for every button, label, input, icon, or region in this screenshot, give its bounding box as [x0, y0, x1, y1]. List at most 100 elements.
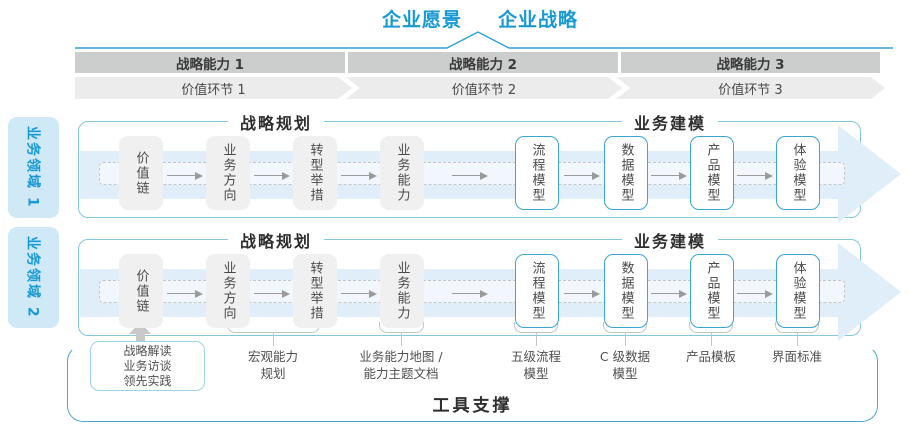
- node-label: 价值链: [133, 150, 149, 196]
- lane-header-planning: 战略规划: [227, 228, 325, 252]
- arrow-right-icon: [452, 289, 488, 298]
- capability-bar-label: 战略能力 3: [716, 56, 785, 73]
- practice-line: 领先实践: [123, 373, 172, 388]
- node-value-chain: 价值链: [119, 254, 163, 328]
- annotation-line: 规划: [260, 366, 286, 381]
- domain-tab-2: 业务领域 2: [8, 227, 59, 328]
- node-label: 业务能力: [394, 143, 410, 203]
- node-label: 业务方向: [220, 261, 236, 321]
- annotation-product-template: 产品模板: [686, 348, 736, 365]
- node-product-model: 产品模型: [690, 136, 734, 210]
- node-label: 数据模型: [618, 261, 634, 321]
- annotation-line: 五级流程: [510, 349, 562, 364]
- lane-header-modeling: 业务建模: [621, 110, 719, 134]
- node-process-model: 流程模型: [515, 254, 559, 328]
- node-label: 产品模型: [704, 261, 720, 321]
- node-label: 转型举措: [307, 143, 323, 203]
- arrow-right-icon: [341, 289, 377, 298]
- node-business-direction: 业务方向: [206, 136, 250, 210]
- node-business-capability: 业务能力: [380, 254, 424, 328]
- flow-arrowhead-icon: [838, 125, 901, 223]
- arrow-right-icon: [167, 289, 203, 298]
- practice-line: 战略解读: [123, 343, 172, 358]
- lane-header-modeling: 业务建模: [621, 228, 719, 252]
- arrow-right-icon: [254, 171, 290, 180]
- node-business-capability: 业务能力: [380, 136, 424, 210]
- capability-bar-label: 战略能力 1: [175, 56, 245, 73]
- node-label: 流程模型: [529, 143, 545, 203]
- capability-bar-3: 战略能力 3: [621, 52, 880, 73]
- node-label: 体验模型: [790, 143, 806, 203]
- annotation-line: 模型: [523, 366, 549, 381]
- annotation-line: 业务能力地图 /: [359, 349, 443, 364]
- annotation-line: 产品模板: [685, 349, 737, 364]
- value-link-chevron-1: 价值环节 1: [75, 77, 352, 99]
- node-transformation: 转型举措: [293, 136, 337, 210]
- value-link-chevron-3: 价值环节 3: [616, 77, 885, 99]
- node-label: 产品模型: [704, 143, 720, 203]
- node-business-direction: 业务方向: [206, 254, 250, 328]
- node-transformation: 转型举措: [293, 254, 337, 328]
- arrow-right-icon: [564, 171, 600, 180]
- annotation-process-model: 五级流程 模型: [511, 348, 561, 382]
- title-strategy: 企业战略: [498, 9, 579, 31]
- arrow-right-icon: [254, 289, 290, 298]
- annotation-line: 能力主题文档: [363, 366, 439, 381]
- peak-line-graphic: [75, 31, 893, 49]
- value-link-label: 价值环节 2: [451, 82, 517, 98]
- node-product-model: 产品模型: [690, 254, 734, 328]
- domain-label: 业务领域 2: [24, 236, 41, 319]
- node-data-model: 数据模型: [604, 136, 648, 210]
- arrow-right-icon: [341, 171, 377, 180]
- lane-header-planning: 战略规划: [227, 110, 325, 134]
- node-process-model: 流程模型: [515, 136, 559, 210]
- title-vision: 企业愿景: [381, 9, 462, 31]
- annotation-line: 宏观能力: [247, 349, 299, 364]
- tool-support-container: 工具支撑: [67, 345, 878, 422]
- tool-support-label: 工具支撑: [432, 396, 513, 416]
- arrow-right-icon: [651, 289, 687, 298]
- brace-stem: [711, 332, 712, 346]
- capability-bar-label: 战略能力 2: [448, 56, 518, 73]
- arrow-right-icon: [452, 171, 488, 180]
- arrow-right-icon: [167, 171, 203, 180]
- node-experience-model: 体验模型: [776, 136, 820, 210]
- brace-stem: [401, 332, 402, 346]
- node-label: 业务方向: [220, 143, 236, 203]
- capability-bar-2: 战略能力 2: [348, 52, 618, 73]
- node-label: 体验模型: [790, 261, 806, 321]
- annotation-interface-standard: 界面标准: [772, 348, 822, 365]
- arrow-right-icon: [651, 171, 687, 180]
- practice-annotation-box: 战略解读 业务访谈 领先实践: [90, 341, 205, 391]
- node-value-chain: 价值链: [119, 136, 163, 210]
- capability-bar-1: 战略能力 1: [75, 52, 345, 73]
- arrow-right-icon: [737, 289, 773, 298]
- domain-row-2: 战略规划 业务建模 价值链 业务方向 转型举措 业务能力 流程模型 数据模型 产…: [78, 228, 901, 341]
- node-label: 数据模型: [618, 143, 634, 203]
- annotation-line: 模型: [612, 366, 638, 381]
- node-data-model: 数据模型: [604, 254, 648, 328]
- annotation-macro-capability: 宏观能力 规划: [248, 348, 298, 382]
- domain-label: 业务领域 1: [24, 126, 41, 209]
- annotation-data-model: C 级数据 模型: [600, 348, 650, 382]
- value-link-label: 价值环节 3: [718, 82, 783, 98]
- annotation-capability-map: 业务能力地图 / 能力主题文档: [359, 348, 442, 382]
- up-arrow-stem: [136, 333, 145, 344]
- page-title: 企业愿景 企业战略: [25, 5, 910, 32]
- node-label: 价值链: [133, 268, 149, 314]
- brace-stem: [797, 332, 798, 346]
- brace-stem: [625, 332, 626, 346]
- annotation-line: C 级数据: [599, 349, 651, 364]
- value-link-chevron-2: 价值环节 2: [346, 77, 622, 99]
- arrow-right-icon: [564, 289, 600, 298]
- annotation-line: 界面标准: [771, 349, 823, 364]
- node-label: 转型举措: [307, 261, 323, 321]
- domain-row-1: 战略规划 业务建模 价值链 业务方向 转型举措 业务能力 流程模型 数据模型 产…: [78, 110, 901, 223]
- domain-tab-1: 业务领域 1: [8, 117, 59, 218]
- flow-arrowhead-icon: [838, 243, 901, 341]
- brace-stem: [536, 332, 537, 346]
- brace-stem: [273, 332, 274, 346]
- node-experience-model: 体验模型: [776, 254, 820, 328]
- arrow-right-icon: [737, 171, 773, 180]
